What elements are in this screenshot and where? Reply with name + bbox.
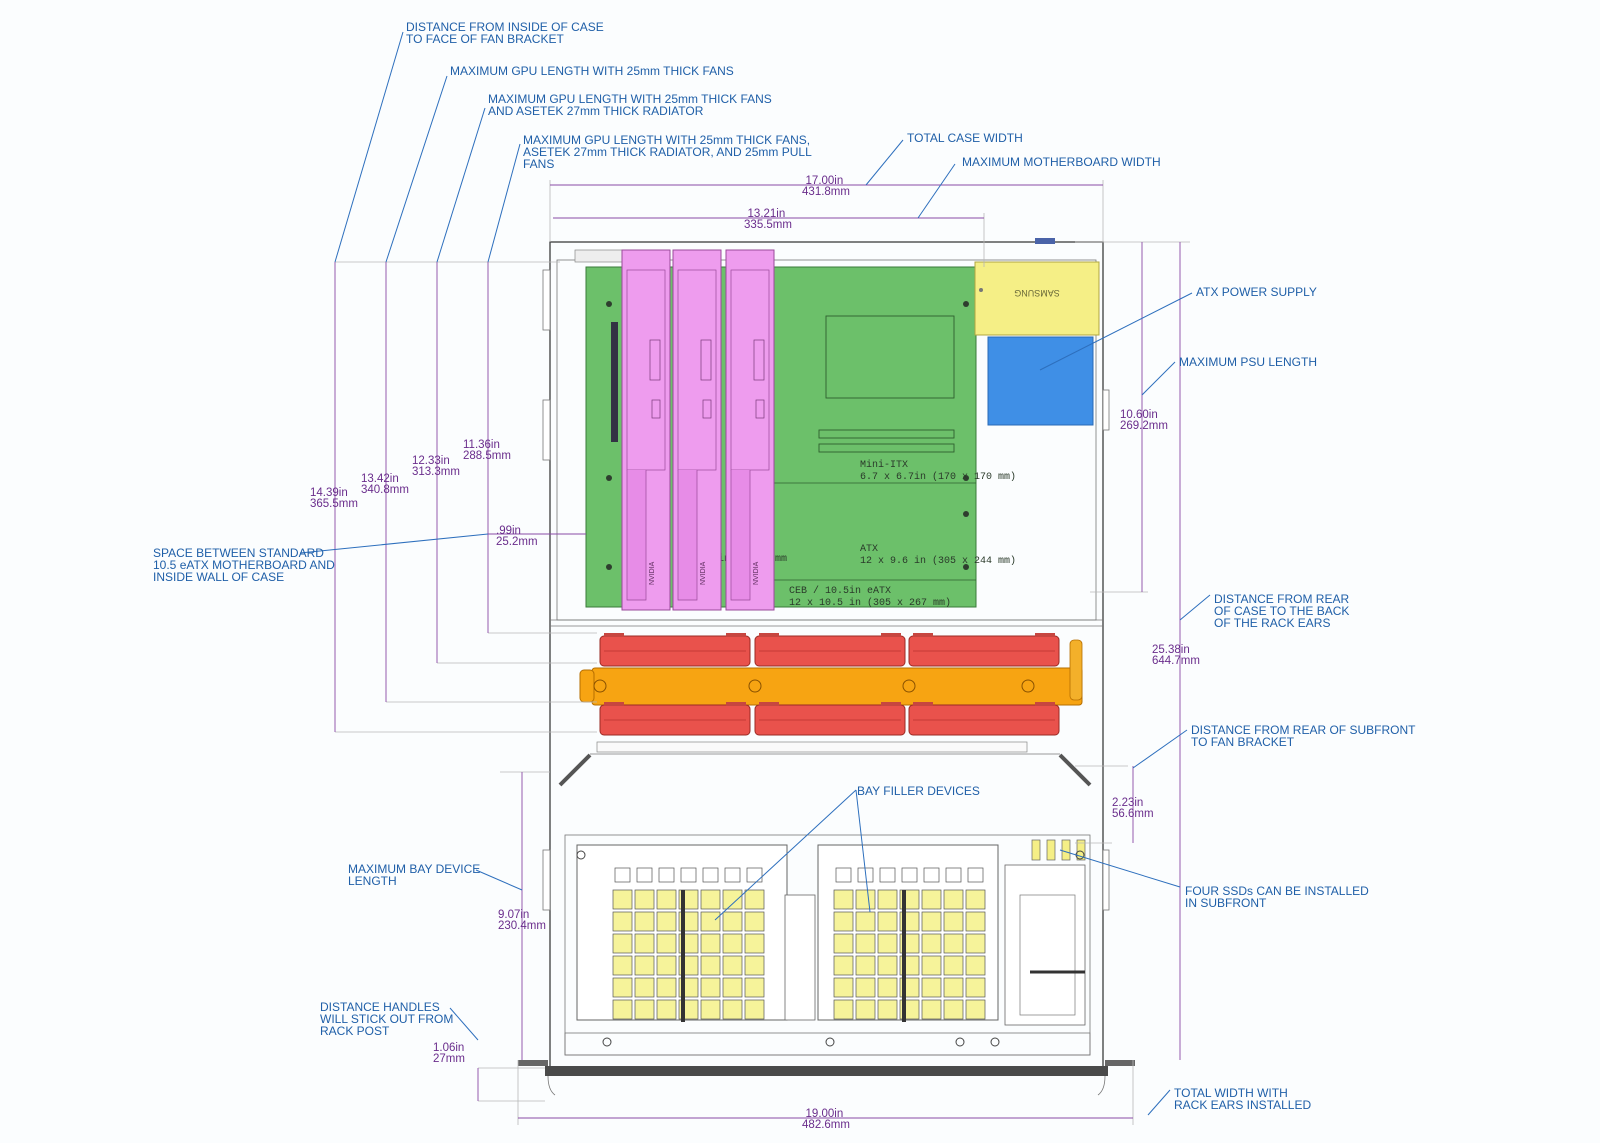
dim-rack-ears: 25.38in 644.7mm bbox=[1152, 644, 1200, 667]
callout-atx-psu: ATX POWER SUPPLY bbox=[1196, 285, 1317, 299]
callout-bay-length: MAXIMUM BAY DEVICE LENGTH bbox=[348, 862, 484, 888]
callout-case-width: TOTAL CASE WIDTH bbox=[907, 131, 1023, 145]
gpu-cards: NVIDIA NVIDIA NVIDIA bbox=[621, 249, 775, 611]
dim-subfront: 2.23in 56.6mm bbox=[1112, 797, 1154, 820]
gpu-brand-label: NVIDIA bbox=[649, 561, 656, 585]
atx-label: ATX bbox=[860, 544, 878, 555]
fan-bracket-assembly bbox=[579, 633, 1083, 753]
gpu-brand-label: NVIDIA bbox=[753, 561, 760, 585]
callout-gpu-pull: MAXIMUM GPU LENGTH WITH 25mm THICK FANS,… bbox=[523, 133, 815, 171]
extension-lines bbox=[335, 180, 1190, 1125]
dim-mobo-width: 13.21in 335.5mm bbox=[744, 208, 792, 231]
dim-gpu-25mm: 13.42in 340.8mm bbox=[361, 473, 409, 496]
gpu-card: NVIDIA bbox=[672, 249, 722, 611]
case-fan bbox=[908, 702, 1060, 736]
case-fan bbox=[599, 633, 751, 667]
atx-size: 12 x 9.6 in (305 x 244 mm) bbox=[860, 555, 1016, 567]
callout-fan-bracket: DISTANCE FROM INSIDE OF CASE TO FACE OF … bbox=[406, 20, 607, 46]
callout-gpu-radiator: MAXIMUM GPU LENGTH WITH 25mm THICK FANS … bbox=[488, 92, 775, 118]
dim-total-width: 19.00in 482.6mm bbox=[802, 1108, 850, 1131]
callout-subfront: DISTANCE FROM REAR OF SUBFRONT TO FAN BR… bbox=[1191, 723, 1419, 749]
gpu-card: NVIDIA bbox=[621, 249, 671, 611]
dimension-lines bbox=[334, 184, 1181, 1119]
case-fan bbox=[754, 702, 906, 736]
dim-fan-bracket: 14.39in 365.5mm bbox=[310, 487, 358, 510]
front-panel bbox=[545, 1066, 1108, 1076]
atx-power-supply: SAMSUNG bbox=[974, 261, 1100, 426]
callout-total-width: TOTAL WIDTH WITH RACK EARS INSTALLED bbox=[1174, 1086, 1311, 1112]
leader-lines bbox=[299, 31, 1211, 1116]
callout-bay-filler: BAY FILLER DEVICES bbox=[857, 784, 980, 798]
dim-case-width: 17.00in 431.8mm bbox=[802, 175, 850, 198]
bay-filler-grid bbox=[612, 867, 765, 1022]
dim-bay-length: 9.07in 230.4mm bbox=[498, 909, 546, 932]
drive-bays bbox=[576, 839, 1086, 1047]
callouts: DISTANCE FROM INSIDE OF CASE TO FACE OF … bbox=[153, 20, 1419, 1112]
callout-mobo-width: MAXIMUM MOTHERBOARD WIDTH bbox=[962, 155, 1161, 169]
callout-gpu-25mm: MAXIMUM GPU LENGTH WITH 25mm THICK FANS bbox=[450, 64, 734, 78]
mini-itx-label: Mini-ITX bbox=[860, 459, 908, 471]
dimension-values: 17.00in 431.8mm 13.21in 335.5mm 14.39in … bbox=[310, 175, 1200, 1131]
cpu-socket-outline bbox=[825, 315, 955, 399]
gpu-card: NVIDIA bbox=[725, 249, 775, 611]
case-chassis bbox=[518, 238, 1135, 1096]
subfront-ssds bbox=[1031, 839, 1086, 861]
callout-space-wall: SPACE BETWEEN STANDARD 10.5 eATX MOTHERB… bbox=[153, 546, 338, 584]
bay-filler-grid bbox=[833, 867, 986, 1022]
callout-handles: DISTANCE HANDLES WILL STICK OUT FROM RAC… bbox=[320, 1000, 457, 1038]
ceb-label: CEB / 10.5in eATX bbox=[789, 585, 891, 597]
case-fan bbox=[599, 702, 751, 736]
dim-gpu-radiator: 12.33in 313.3mm bbox=[412, 455, 460, 478]
mini-itx-size: 6.7 x 6.7in (170 x 170 mm) bbox=[860, 471, 1016, 483]
callout-ssds: FOUR SSDs CAN BE INSTALLED IN SUBFRONT bbox=[1185, 884, 1372, 910]
dim-gpu-pull: 11.36in 288.5mm bbox=[463, 439, 511, 462]
partial-mm-label: mm bbox=[775, 554, 787, 565]
dim-psu-length: 10.60in 269.2mm bbox=[1120, 409, 1168, 432]
callout-rack-ears: DISTANCE FROM REAR OF CASE TO THE BACK O… bbox=[1214, 592, 1353, 630]
ceb-size: 12 x 10.5 in (305 x 267 mm) bbox=[789, 597, 951, 609]
dim-handles: 1.06in 27mm bbox=[433, 1042, 468, 1065]
psu-brand-label: SAMSUNG bbox=[1014, 288, 1060, 298]
callout-psu-length: MAXIMUM PSU LENGTH bbox=[1179, 355, 1317, 369]
case-fan bbox=[754, 633, 906, 667]
dim-space-wall: .99in 25.2mm bbox=[496, 525, 538, 548]
gpu-brand-label: NVIDIA bbox=[700, 561, 707, 585]
case-fan bbox=[908, 633, 1060, 667]
